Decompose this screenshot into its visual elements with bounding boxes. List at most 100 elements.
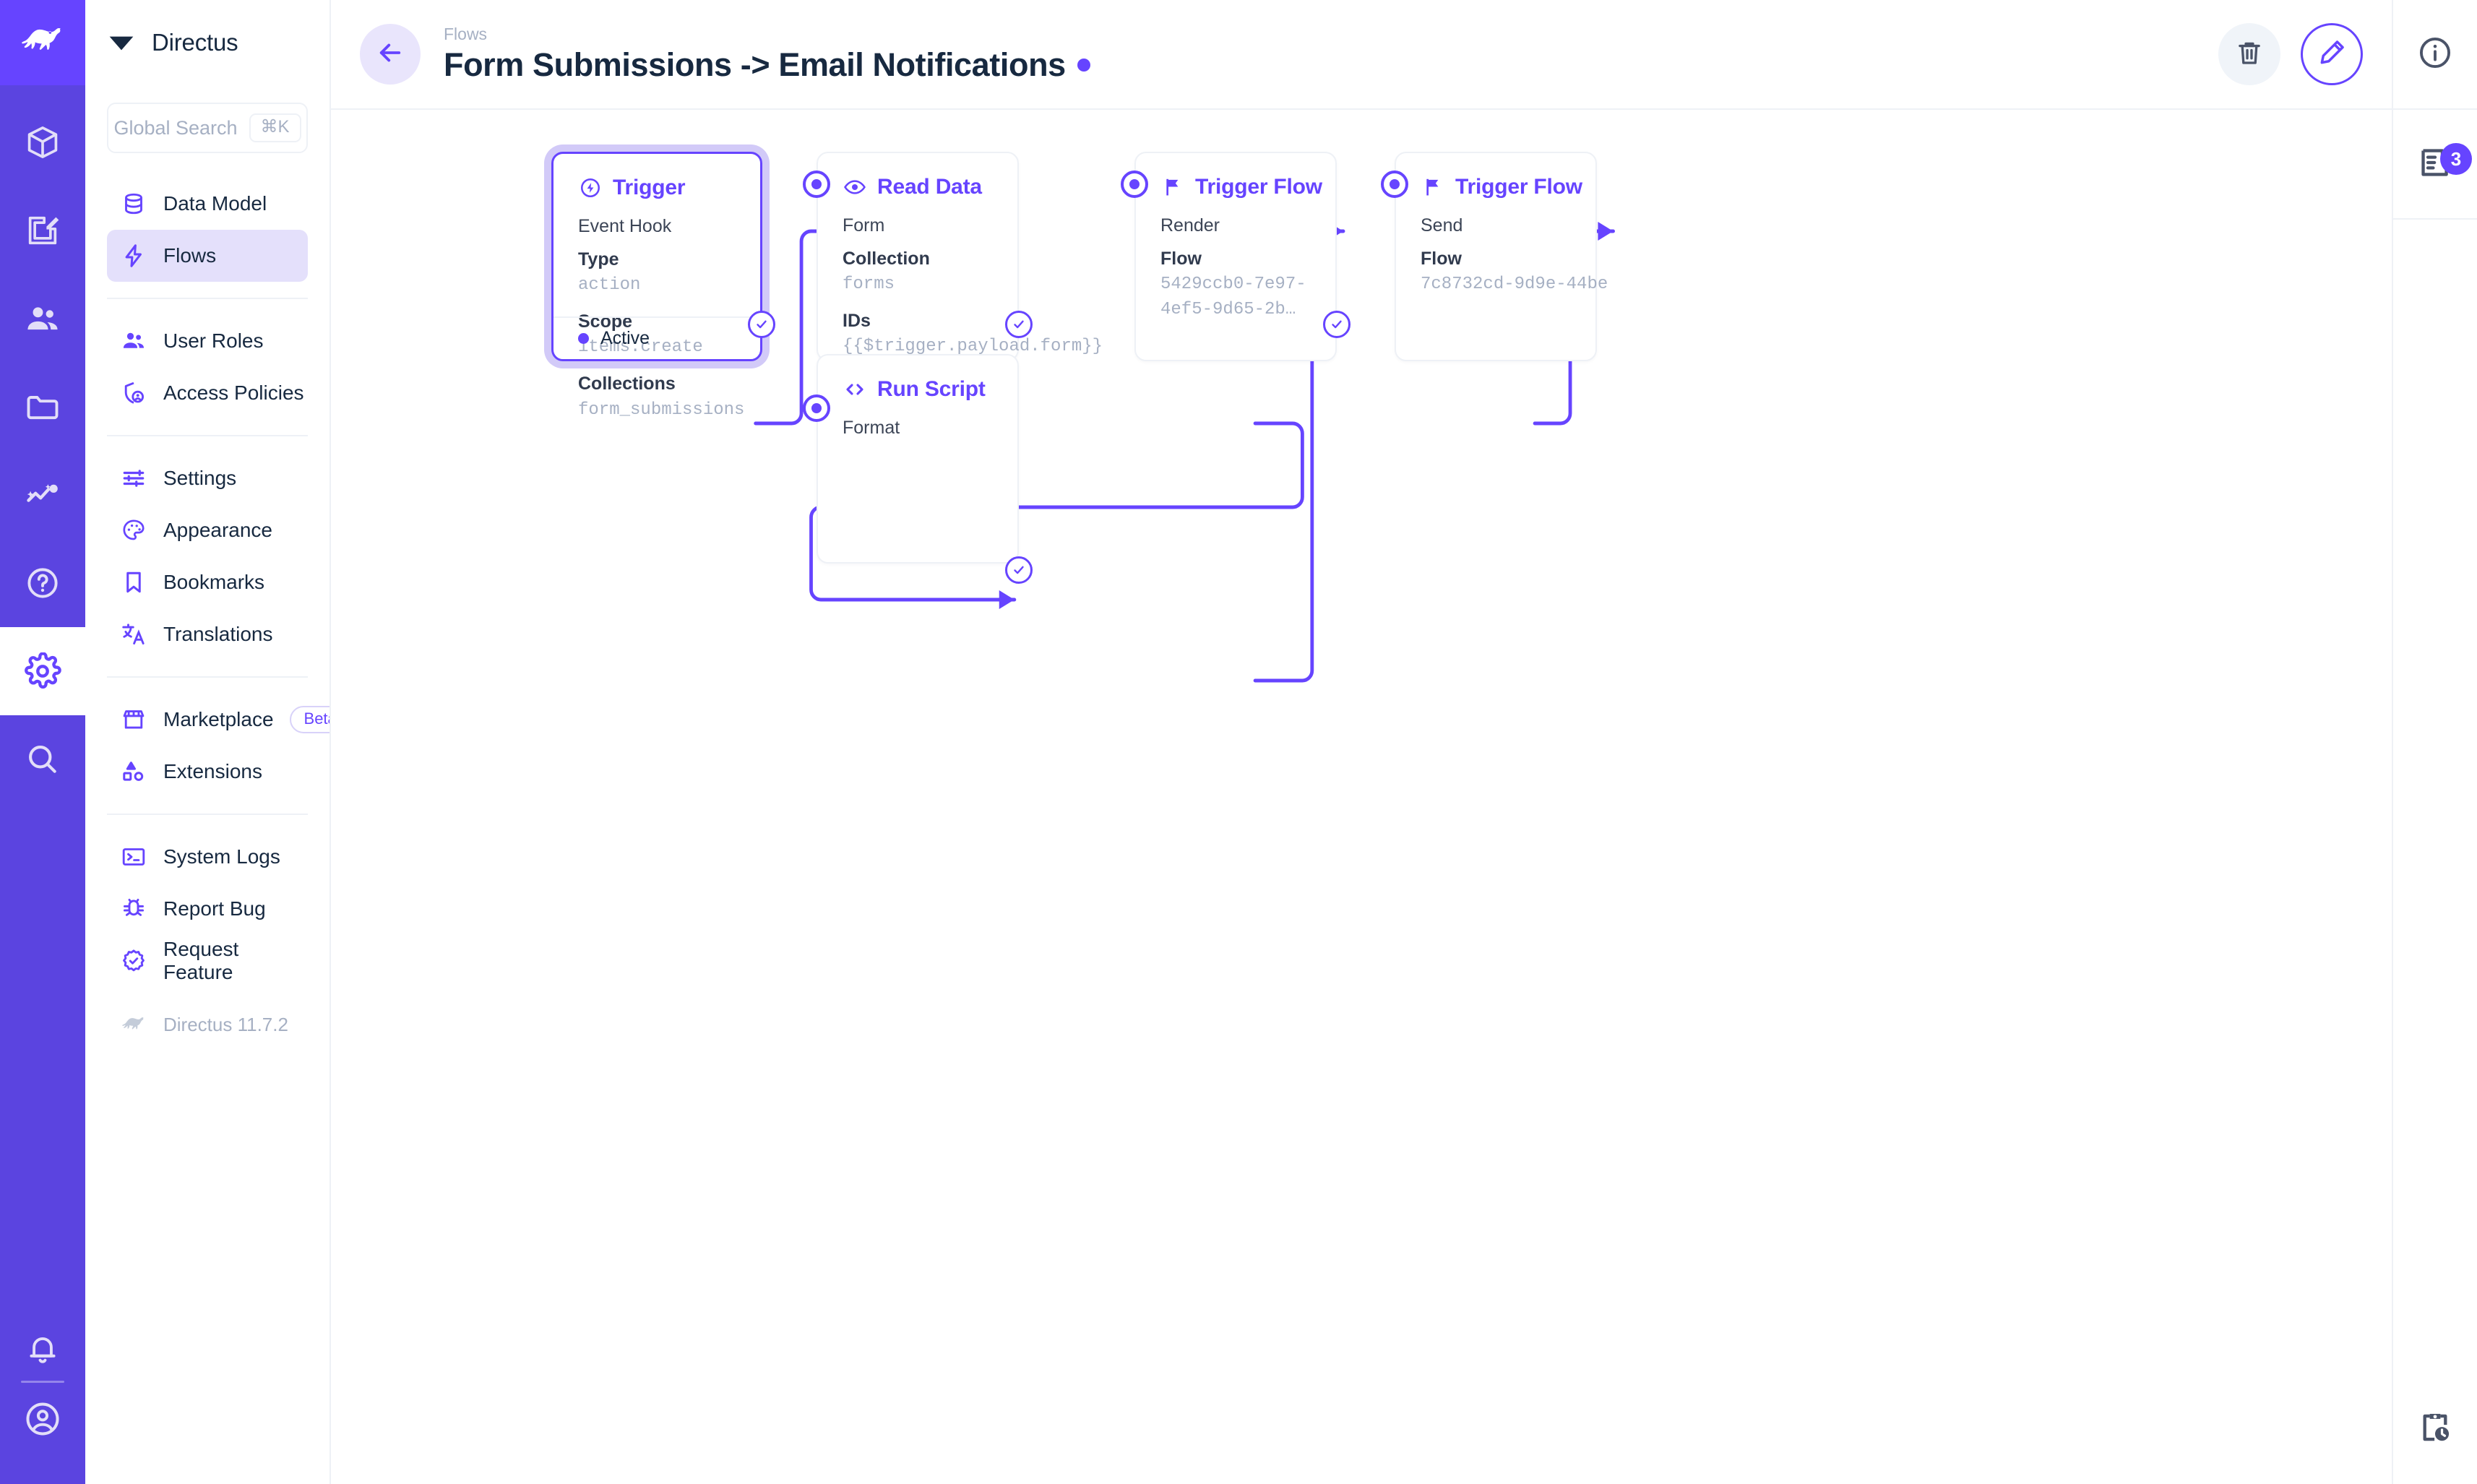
delete-flow-button[interactable]	[2218, 23, 2280, 85]
users-icon	[24, 300, 61, 337]
bolt-circle-icon	[578, 176, 603, 200]
field-key: Collection	[843, 248, 930, 269]
node-input-port-run-script[interactable]	[803, 394, 830, 422]
node-output-port-read-data[interactable]	[1005, 311, 1033, 338]
rail-item-help[interactable]	[0, 539, 85, 627]
right-sidebar-spacer	[2392, 220, 2477, 1374]
page-title: Form Submissions -> Email Notifications	[444, 46, 1066, 83]
search-input[interactable]: Global Search ⌘K	[107, 103, 308, 153]
activity-log-button[interactable]: 3	[2392, 110, 2477, 220]
sidebar-item-label: Access Policies	[163, 381, 304, 404]
translate-icon	[120, 621, 147, 648]
node-input-port-trigger-flow-send[interactable]	[1381, 171, 1408, 198]
gear-icon	[24, 652, 61, 690]
field-value: action	[578, 275, 641, 295]
port-core	[1390, 179, 1400, 189]
sidebar-divider	[107, 814, 308, 815]
header-actions	[2218, 23, 2363, 85]
help-circle-icon	[24, 564, 61, 602]
rail-item-editor[interactable]	[0, 186, 85, 275]
flow-node-trigger[interactable]: Trigger Event Hook Type action Scope ite…	[551, 152, 762, 420]
terminal-icon	[120, 843, 147, 871]
sidebar-item-label: Data Model	[163, 192, 267, 215]
info-panel-button[interactable]	[2392, 0, 2477, 110]
sidebar-item-settings[interactable]: Settings	[107, 452, 308, 504]
sidebar-item-label: Report Bug	[163, 897, 266, 920]
flow-node-read-data[interactable]: Read Data Form Collection forms IDs {{$t…	[817, 152, 1103, 361]
node-type-label: Trigger	[613, 176, 686, 199]
field-key: Type	[578, 249, 619, 269]
user-circle-icon	[22, 1399, 63, 1439]
sidebar-item-bookmarks[interactable]: Bookmarks	[107, 556, 308, 608]
sidebar-item-appearance[interactable]: Appearance	[107, 504, 308, 556]
module-sidebar: Directus Global Search ⌘K Data Model Flo…	[85, 0, 331, 1484]
shield-user-icon	[120, 379, 147, 407]
node-footer: Active	[553, 316, 760, 359]
sidebar-item-request-feature[interactable]: Request Feature	[107, 935, 308, 987]
node-body: Render Flow 5429ccb0-7e97-4ef5-9d65-2b…	[1136, 199, 1335, 323]
flow-canvas[interactable]: Trigger Event Hook Type action Scope ite…	[331, 110, 2392, 1484]
sidebar-item-translations[interactable]: Translations	[107, 608, 308, 660]
storefront-icon	[120, 706, 147, 733]
rail-item-users[interactable]	[0, 275, 85, 363]
rail-item-search[interactable]	[0, 715, 85, 803]
sidebar-item-access-policies[interactable]: Access Policies	[107, 367, 308, 419]
node-header: Trigger Flow	[1136, 153, 1335, 199]
node-subtitle: Render	[1160, 215, 1220, 236]
sidebar-item-label: Translations	[163, 623, 273, 645]
search-shortcut-kbd: ⌘K	[249, 113, 301, 142]
field-value: forms	[843, 275, 895, 294]
port-core	[811, 403, 822, 413]
field-value: 7c8732cd-9d9e-44be	[1421, 275, 1608, 294]
search-placeholder: Global Search	[113, 116, 238, 139]
sidebar-item-label: Flows	[163, 244, 217, 267]
palette-icon	[120, 517, 147, 544]
sidebar-item-label: Request Feature	[163, 938, 239, 983]
sidebar-item-data-model[interactable]: Data Model	[107, 178, 308, 230]
edit-flow-button[interactable]	[2301, 23, 2363, 85]
flow-node-trigger-flow-render[interactable]: Trigger Flow Render Flow 5429ccb0-7e97-4…	[1134, 152, 1337, 361]
node-header: Trigger Flow	[1396, 153, 1595, 199]
pencil-icon	[2317, 38, 2347, 72]
account-button[interactable]	[0, 1399, 85, 1439]
field-value: 5429ccb0-7e97-4ef5-9d65-2b…	[1160, 275, 1306, 319]
node-subtitle: Event Hook	[578, 216, 672, 236]
node-output-port-trigger[interactable]	[748, 311, 775, 338]
node-output-port-trigger-flow-render[interactable]	[1323, 311, 1350, 338]
notifications-button[interactable]	[0, 1330, 85, 1368]
bookmark-icon	[120, 569, 147, 596]
node-header: Trigger	[553, 154, 760, 200]
rail-item-insights[interactable]	[0, 451, 85, 539]
rail-item-files[interactable]	[0, 363, 85, 451]
bug-icon	[120, 895, 147, 923]
field-key: Scope	[578, 311, 633, 332]
sidebar-item-report-bug[interactable]: Report Bug	[107, 883, 308, 935]
sidebar-item-marketplace[interactable]: Marketplace Beta	[107, 694, 329, 746]
node-input-port-read-data[interactable]	[803, 171, 830, 198]
node-output-port-run-script[interactable]	[1005, 556, 1033, 584]
arrow-left-icon	[375, 38, 405, 72]
page-header: Flows Form Submissions -> Email Notifica…	[331, 0, 2392, 110]
sidebar-item-extensions[interactable]: Extensions	[107, 746, 308, 798]
breadcrumb[interactable]: Flows	[444, 25, 488, 44]
sidebar-item-flows[interactable]: Flows	[107, 230, 308, 282]
flow-node-trigger-flow-send[interactable]: Trigger Flow Send Flow 7c8732cd-9d9e-44b…	[1395, 152, 1608, 361]
sidebar-item-system-logs[interactable]: System Logs	[107, 831, 308, 883]
flow-node-run-script[interactable]: Run Script Format	[817, 354, 1019, 564]
field-key: Flow	[1421, 248, 1462, 269]
flow-logs-button[interactable]	[2392, 1374, 2477, 1484]
eye-icon	[843, 175, 867, 199]
field-value: {{$trigger.payload.form}}	[843, 337, 1103, 357]
directus-logo-button[interactable]	[0, 0, 85, 85]
trash-icon	[2234, 38, 2265, 72]
rail-item-settings[interactable]	[0, 627, 85, 715]
field-value: items.create	[578, 337, 703, 358]
edit-square-icon	[24, 212, 61, 249]
sidebar-item-user-roles[interactable]: User Roles	[107, 315, 308, 367]
rail-item-content[interactable]	[0, 98, 85, 186]
info-circle-icon	[2416, 34, 2454, 75]
main-area: Flows Form Submissions -> Email Notifica…	[331, 0, 2392, 1484]
back-button[interactable]	[360, 24, 421, 85]
right-sidebar: 3	[2392, 0, 2477, 1484]
node-input-port-trigger-flow-render[interactable]	[1121, 171, 1148, 198]
